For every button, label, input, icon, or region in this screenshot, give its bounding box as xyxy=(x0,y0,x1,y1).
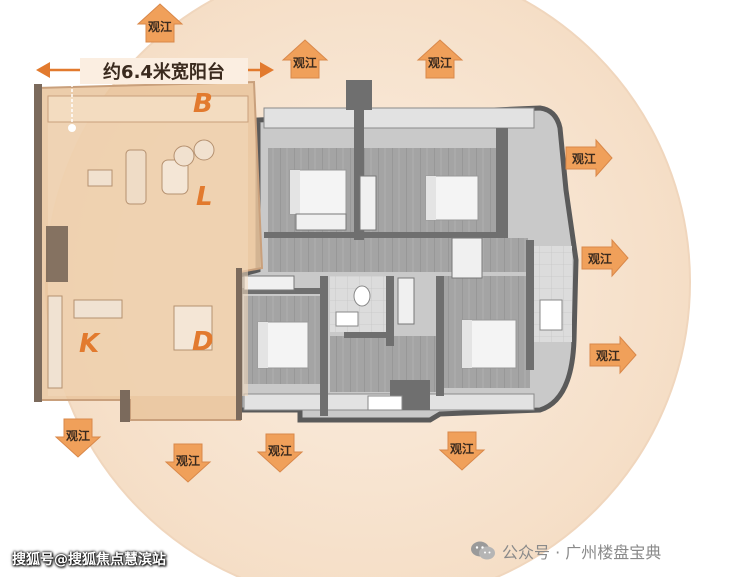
wardrobe xyxy=(451,237,483,279)
apartment-unit xyxy=(237,80,579,423)
room-label-l: L xyxy=(196,182,213,212)
river-view-arrow-icon: 观江 xyxy=(281,39,329,79)
wardrobe xyxy=(243,275,295,291)
hallway xyxy=(268,238,528,272)
sink xyxy=(335,311,359,327)
river-view-label: 观江 xyxy=(66,428,90,443)
armchair xyxy=(173,145,195,167)
bed-top-right xyxy=(425,175,479,221)
river-view-label: 观江 xyxy=(148,19,172,34)
river-view-label: 观江 xyxy=(176,453,200,468)
bed-top-left xyxy=(289,169,347,215)
dimension-arrow-right-icon xyxy=(260,62,274,78)
watermark-right: 公众号 · 广州楼盘宝典 xyxy=(470,539,661,563)
toilet xyxy=(353,285,371,307)
river-view-arrow-icon: 观江 xyxy=(54,418,102,458)
balcony-dimension: 约6.4米宽阳台 xyxy=(36,58,274,84)
balcony-width-label: 约6.4米宽阳台 xyxy=(103,61,225,83)
dimension-arrow-left-icon xyxy=(36,62,50,78)
river-view-label: 观江 xyxy=(450,441,474,456)
river-view-label: 观江 xyxy=(588,251,612,266)
sofa xyxy=(125,149,147,205)
kitchen-counter xyxy=(47,295,63,389)
wechat-icon xyxy=(471,541,495,560)
watermark-left: 搜狐号@搜狐焦点慧滨站 xyxy=(12,552,166,568)
balcony-top xyxy=(263,107,535,129)
ceiling-light xyxy=(68,124,76,132)
kitchen-island xyxy=(73,299,123,319)
river-view-arrow-icon: 观江 xyxy=(589,335,637,375)
river-view-label: 观江 xyxy=(268,443,292,458)
living-zone: B L K D xyxy=(34,44,264,422)
room-label-d: D xyxy=(192,327,214,357)
river-view-arrow-icon: 观江 xyxy=(136,3,184,43)
bed-master xyxy=(461,319,517,369)
river-view-label: 观江 xyxy=(293,55,317,70)
armchair xyxy=(193,139,215,161)
river-view-arrow-icon: 观江 xyxy=(416,39,464,79)
bathtub xyxy=(367,395,403,411)
room-label-b: B xyxy=(193,89,213,119)
desk xyxy=(87,169,113,187)
river-view-arrow-icon: 观江 xyxy=(565,138,613,178)
room-label-k: K xyxy=(79,329,101,359)
river-view-arrow-icon: 观江 xyxy=(438,431,486,471)
river-view-label: 观江 xyxy=(428,55,452,70)
river-view-arrow-icon: 观江 xyxy=(164,443,212,483)
dining-table xyxy=(173,305,213,351)
river-view-arrow-icon: 观江 xyxy=(581,238,629,278)
wardrobe xyxy=(295,213,347,231)
wardrobe xyxy=(397,277,415,325)
river-view-label: 观江 xyxy=(596,348,620,363)
river-view-arrow-icon: 观江 xyxy=(256,433,304,473)
bed-bottom-left xyxy=(257,321,309,369)
vanity xyxy=(539,299,563,331)
river-view-label: 观江 xyxy=(572,151,596,166)
watermark-right-text: 公众号 · 广州楼盘宝典 xyxy=(502,543,662,562)
balcony-b xyxy=(47,95,249,123)
wardrobe xyxy=(359,175,377,231)
